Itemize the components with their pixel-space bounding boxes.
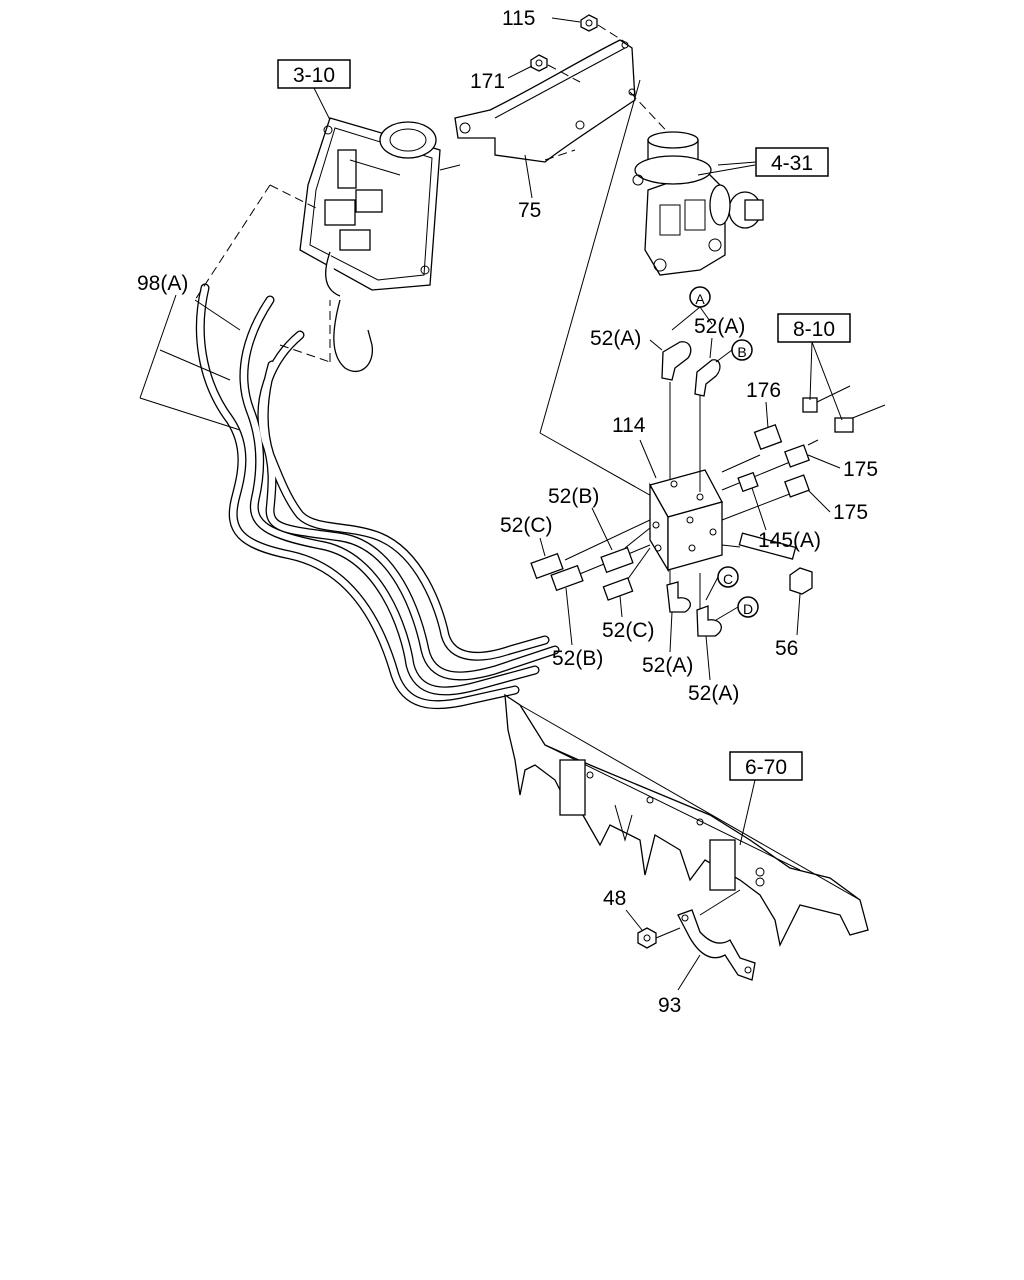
callout-48: 48 xyxy=(603,887,626,910)
distribution-block-114 xyxy=(649,469,723,573)
right-fittings xyxy=(737,397,854,498)
callout-98a: 98(A) xyxy=(137,272,188,295)
ref-8-10: 8-10 xyxy=(793,318,835,341)
callout-52a-1: 52(A) xyxy=(590,327,641,350)
callout-52a-4: 52(A) xyxy=(688,682,739,705)
callout-115: 115 xyxy=(502,7,535,30)
ref-6-70: 6-70 xyxy=(745,756,787,779)
circle-letter-a: A xyxy=(695,291,705,307)
callout-145a: 145(A) xyxy=(758,529,821,552)
elbow-fittings-bottom xyxy=(666,581,722,637)
ref-3-10: 3-10 xyxy=(293,64,335,87)
callout-52a-2: 52(A) xyxy=(694,315,745,338)
pipe-bundle xyxy=(195,283,560,710)
callout-labels: 115 171 75 98(A) 52(A) 52(A) 176 114 175… xyxy=(137,7,878,1017)
circle-letter-markers: A B C D xyxy=(671,286,759,621)
circle-letter-d: D xyxy=(743,601,753,617)
leaders-98a xyxy=(139,184,331,431)
leaders-8-10 xyxy=(809,341,843,421)
pump-assembly xyxy=(632,131,764,276)
callout-93: 93 xyxy=(658,994,681,1017)
callout-52a-3: 52(A) xyxy=(642,654,693,677)
bolt-56 xyxy=(738,532,813,595)
callout-56: 56 xyxy=(775,637,798,660)
callout-52b-1: 52(B) xyxy=(548,485,599,508)
callout-171: 171 xyxy=(470,70,505,93)
elbow-fittings-top xyxy=(661,341,721,397)
left-fittings xyxy=(530,546,634,601)
frame-crossmember xyxy=(504,693,869,947)
ref-4-31: 4-31 xyxy=(771,152,813,175)
callout-52b-2: 52(B) xyxy=(552,647,603,670)
callout-175-1: 175 xyxy=(843,458,878,481)
callout-175-2: 175 xyxy=(833,501,868,524)
bracket-to-block-leader xyxy=(539,79,656,499)
bracket-75 xyxy=(454,14,676,163)
callout-176: 176 xyxy=(746,379,781,402)
clamp-93 xyxy=(637,889,756,981)
callout-114: 114 xyxy=(612,414,646,437)
callout-52c-1: 52(C) xyxy=(500,514,553,537)
circle-letter-c: C xyxy=(723,571,733,587)
circle-letter-b: B xyxy=(737,344,746,360)
callout-52c-2: 52(C) xyxy=(602,619,655,642)
reference-boxes: 3-10 4-31 8-10 6-70 xyxy=(277,59,851,846)
callout-75: 75 xyxy=(518,199,541,222)
upper-left-assembly xyxy=(299,117,461,373)
